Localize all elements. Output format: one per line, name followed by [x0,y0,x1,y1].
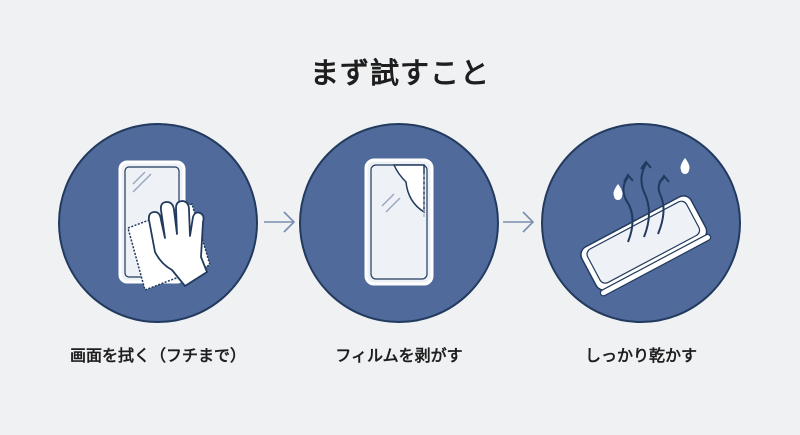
step-2-circle [298,122,500,324]
wipe-screen-icon [58,123,258,323]
step-3-circle [540,122,742,324]
step-2-label: フィルムを剥がす [335,346,463,365]
dry-phone-icon [541,123,741,323]
peel-film-icon [299,123,499,323]
step-1-label: 画面を拭く（フチまで） [69,346,246,365]
arrow-right-icon [503,211,535,233]
step-3-label: しっかり乾かす [584,346,697,365]
page-title: まず試すこと [309,56,490,90]
arrow-right-icon [264,211,296,233]
step-1-circle [57,122,259,324]
